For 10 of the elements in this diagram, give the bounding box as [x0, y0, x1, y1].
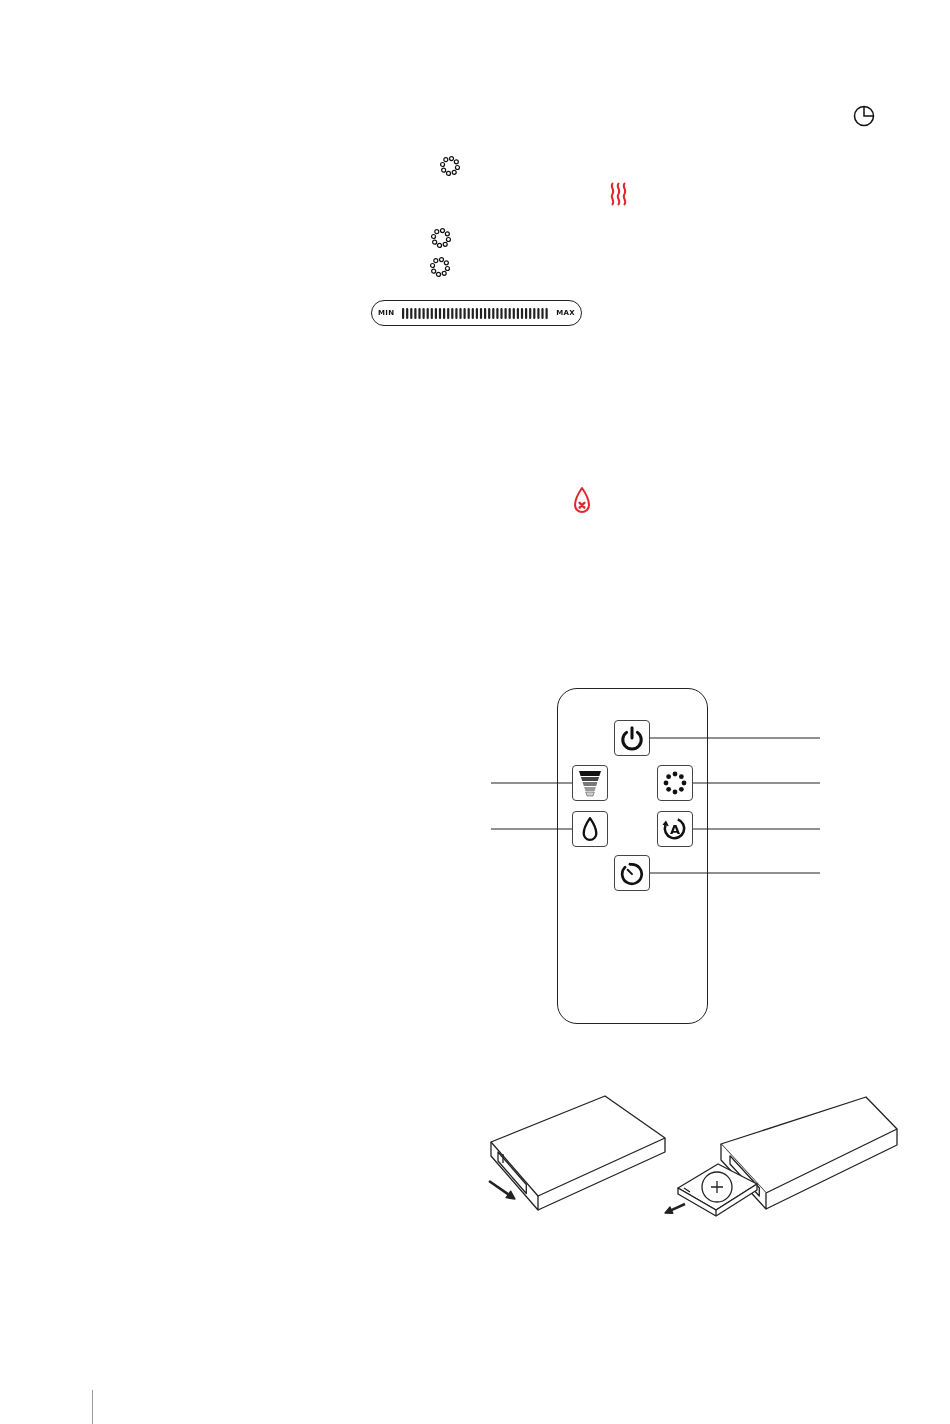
- remote-button: A: [657, 811, 693, 847]
- leader-line: [490, 828, 573, 830]
- remote-button: [572, 765, 608, 801]
- leader-line: [649, 737, 821, 739]
- leader-line: [692, 782, 821, 784]
- remote-button: [657, 765, 693, 801]
- leader-line: [490, 782, 573, 784]
- leader-line: [649, 872, 821, 874]
- remote-button: [572, 811, 608, 847]
- leader-line: [692, 828, 821, 830]
